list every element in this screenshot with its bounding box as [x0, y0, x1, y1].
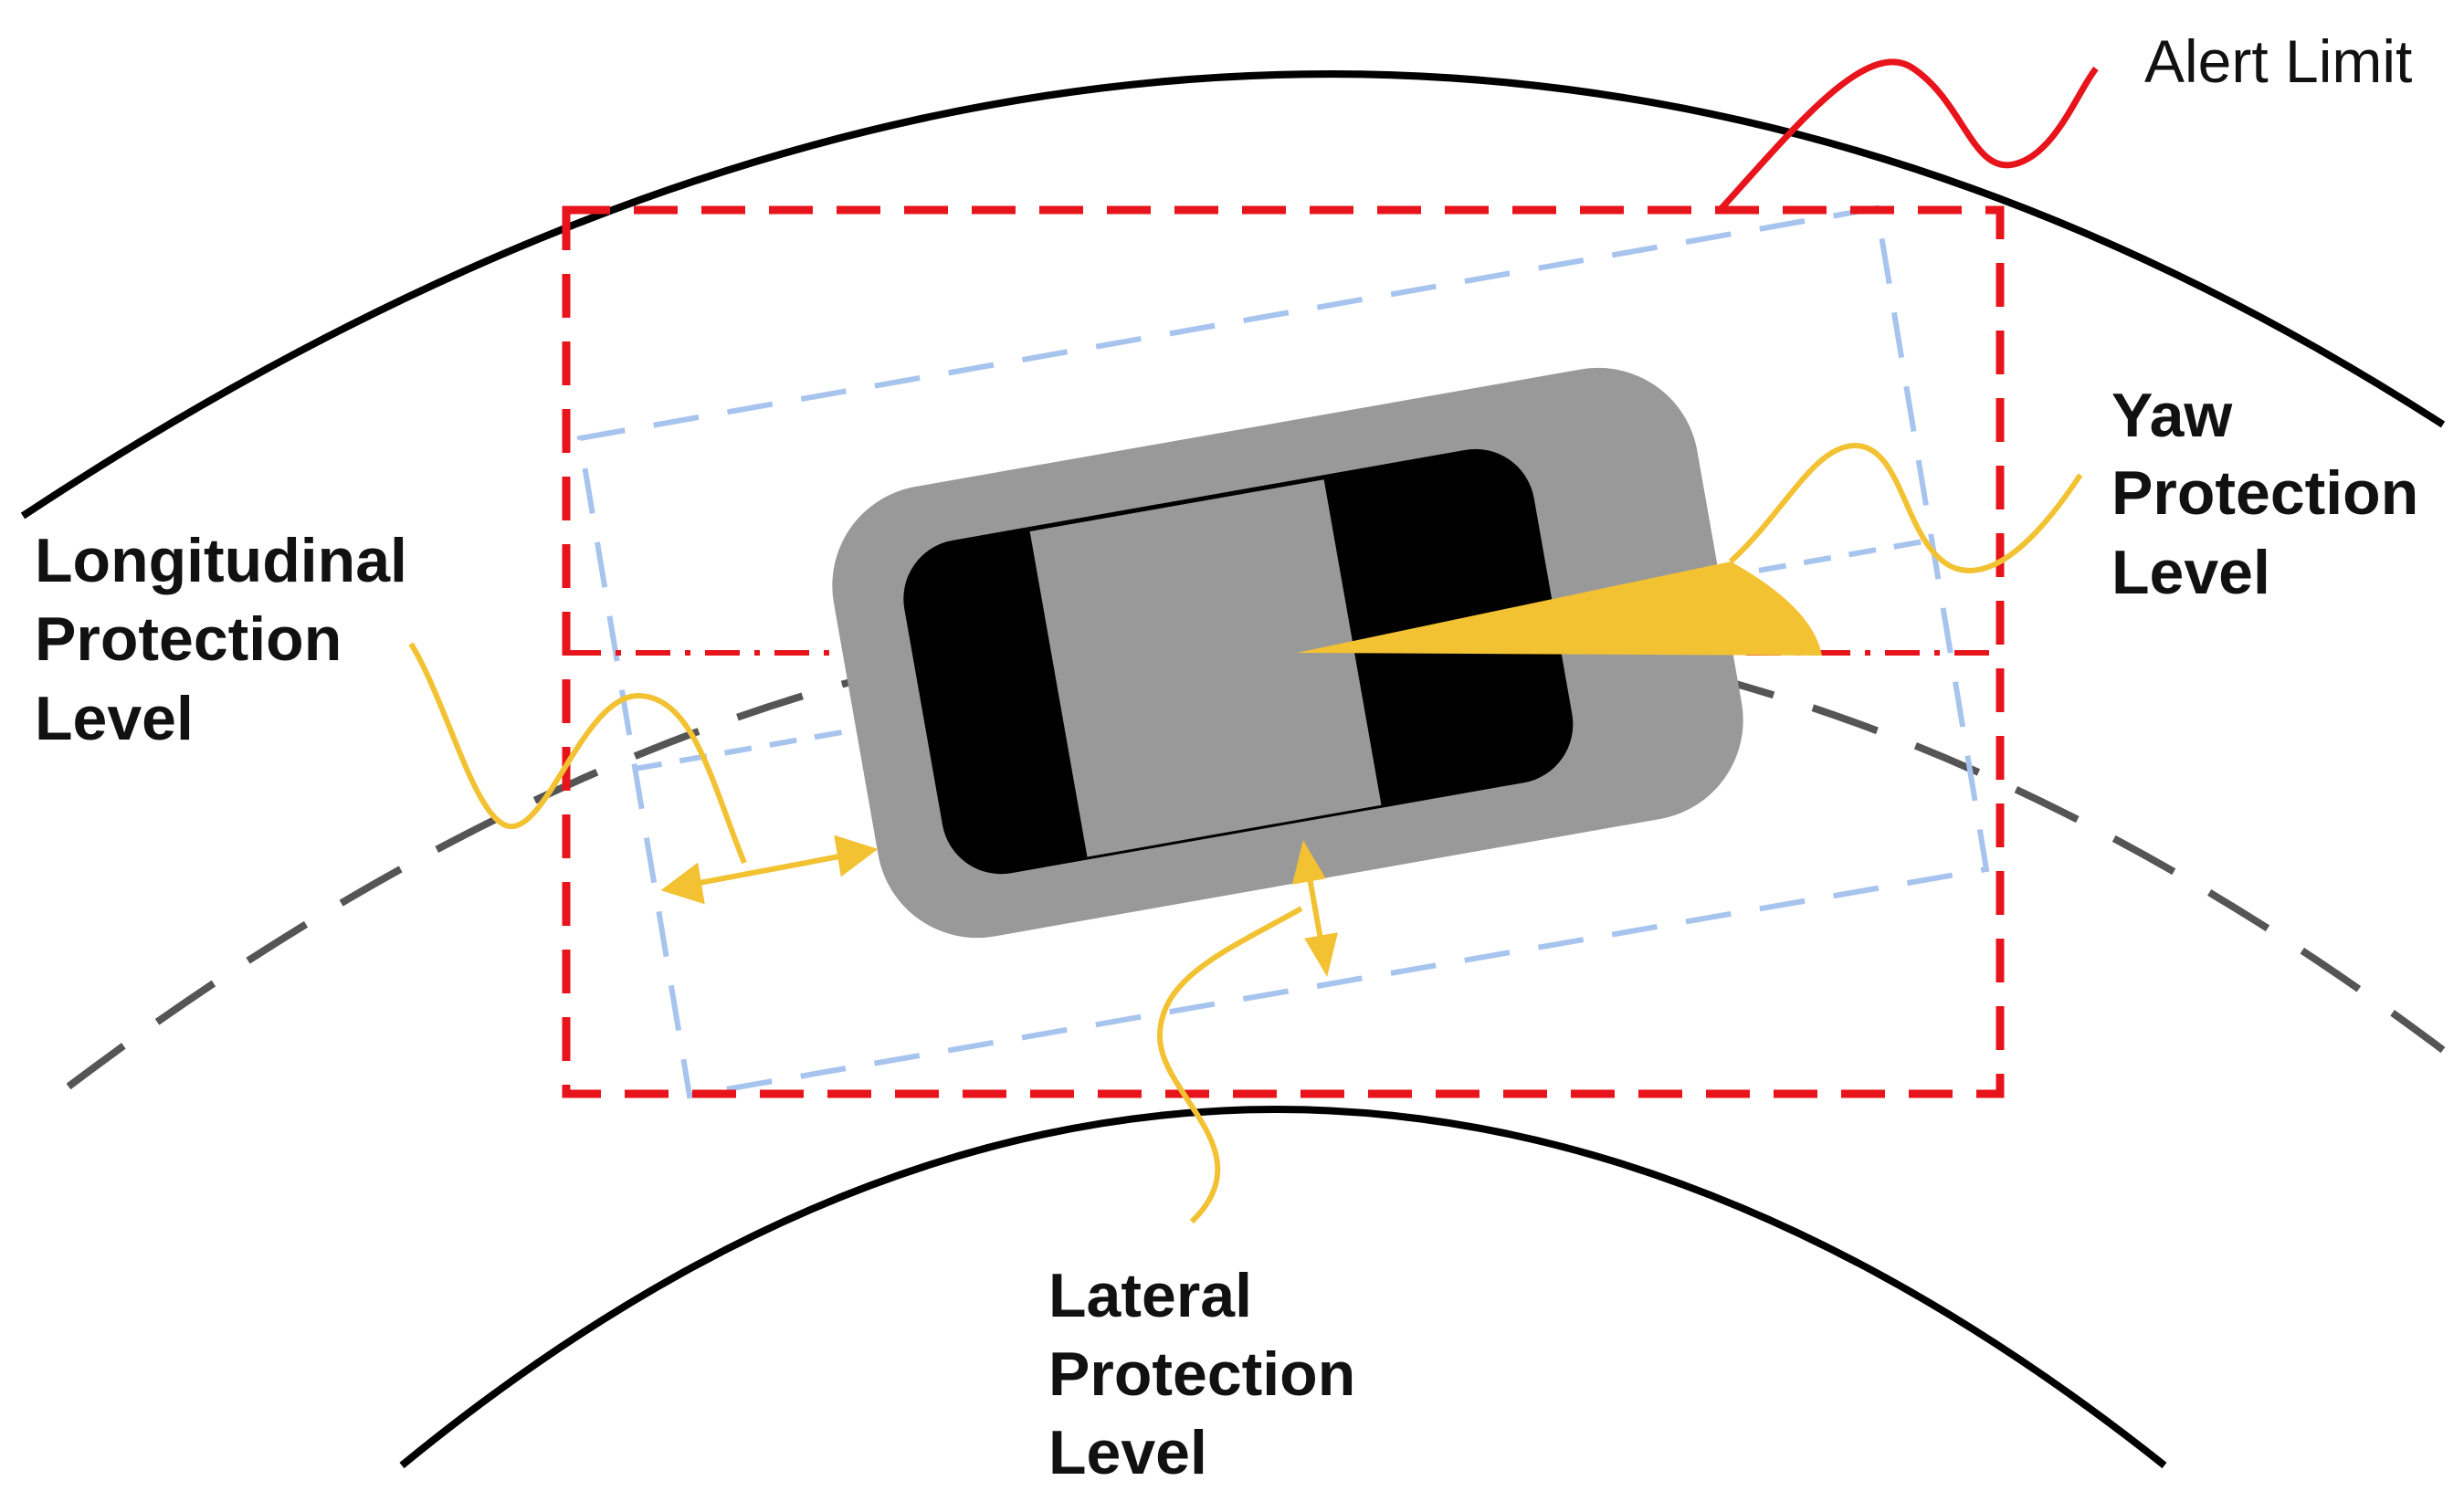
- road-outer-edge: [20, 70, 2446, 520]
- longitudinal-protection-level-label: Longitudinal Protection Level: [35, 526, 407, 753]
- yaw-callout: [1728, 442, 2083, 573]
- longitudinal-callout: [408, 642, 747, 865]
- svg-text:Lateral: Lateral: [1048, 1261, 1252, 1330]
- yaw-protection-level-label: Yaw Protection Level: [2111, 381, 2418, 607]
- svg-text:Level: Level: [35, 684, 194, 753]
- yaw-protection-wedge: [1297, 562, 1822, 656]
- alert-limit-callout: [1719, 58, 2099, 211]
- lateral-arrow: [1291, 840, 1339, 977]
- svg-text:Protection: Protection: [1048, 1339, 1355, 1409]
- longitudinal-arrow: [660, 835, 879, 905]
- svg-text:Level: Level: [1048, 1418, 1207, 1487]
- alert-limit-label: Alert Limit: [2144, 27, 2412, 95]
- lateral-callout: [1156, 906, 1303, 1224]
- vehicle-roof-edge-top: [1028, 476, 1324, 532]
- protection-box-outline: [576, 205, 1990, 1099]
- svg-text:Yaw: Yaw: [2111, 381, 2233, 450]
- lateral-protection-level-label: Lateral Protection Level: [1048, 1261, 1355, 1487]
- vehicle-roof: [1029, 478, 1382, 857]
- svg-text:Protection: Protection: [35, 604, 342, 674]
- road-inner-edge: [399, 1106, 2167, 1469]
- lane-center-line: [66, 616, 2446, 1090]
- vehicle: [832, 367, 1743, 939]
- svg-text:Level: Level: [2111, 538, 2270, 607]
- svg-text:Protection: Protection: [2111, 458, 2418, 528]
- svg-text:Longitudinal: Longitudinal: [35, 526, 407, 595]
